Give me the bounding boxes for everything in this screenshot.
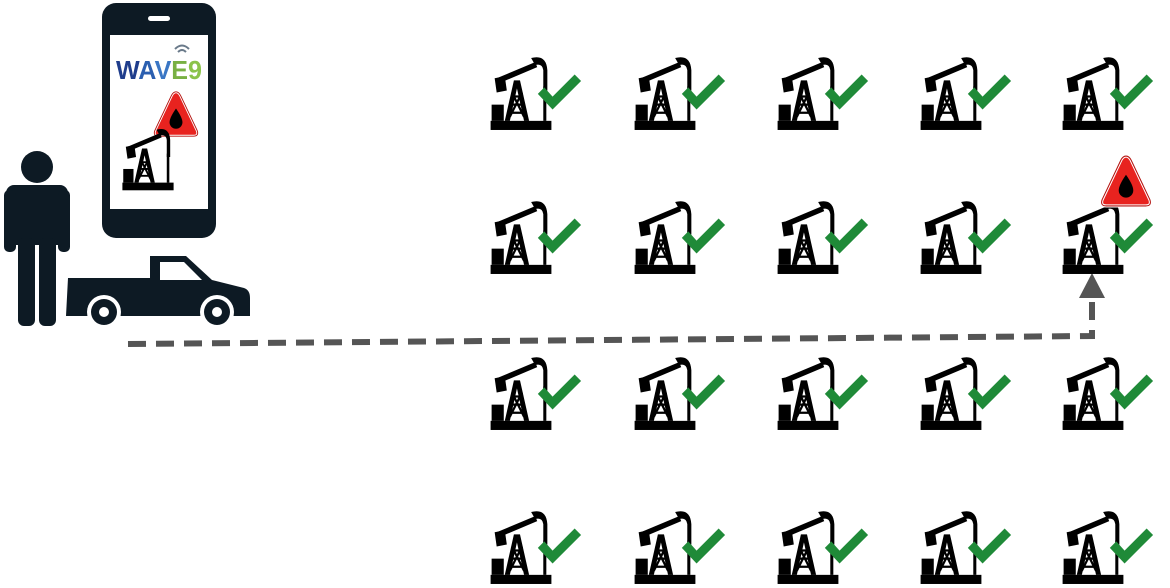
well-site-2-4 bbox=[920, 200, 1012, 276]
well-site-4-3 bbox=[777, 510, 869, 586]
well-site-2-2 bbox=[634, 200, 726, 276]
pickup-truck-icon bbox=[66, 256, 250, 329]
dashed-route bbox=[127, 300, 1095, 347]
well-site-1-5 bbox=[1062, 56, 1154, 132]
well-site-1-2 bbox=[634, 56, 726, 132]
well-site-2-1 bbox=[490, 200, 582, 276]
person-icon bbox=[4, 151, 70, 326]
well-site-3-2 bbox=[634, 356, 726, 432]
well-site-1-3 bbox=[777, 56, 869, 132]
well-sites-grid bbox=[490, 56, 1154, 586]
oil-alert-icon bbox=[1100, 154, 1152, 208]
well-site-4-1 bbox=[490, 510, 582, 586]
route-arrowhead bbox=[1079, 273, 1105, 298]
well-site-3-4 bbox=[920, 356, 1012, 432]
well-site-2-5 bbox=[1062, 154, 1154, 276]
well-site-3-5 bbox=[1062, 356, 1154, 432]
well-site-1-1 bbox=[490, 56, 582, 132]
wave9-logo: WAVE9 bbox=[116, 55, 202, 85]
well-site-4-4 bbox=[920, 510, 1012, 586]
well-site-3-1 bbox=[490, 356, 582, 432]
well-site-2-3 bbox=[777, 200, 869, 276]
well-site-4-5 bbox=[1062, 510, 1154, 586]
well-site-1-4 bbox=[920, 56, 1012, 132]
wifi-signal-icon bbox=[174, 44, 190, 53]
well-site-3-3 bbox=[777, 356, 869, 432]
well-site-4-2 bbox=[634, 510, 726, 586]
